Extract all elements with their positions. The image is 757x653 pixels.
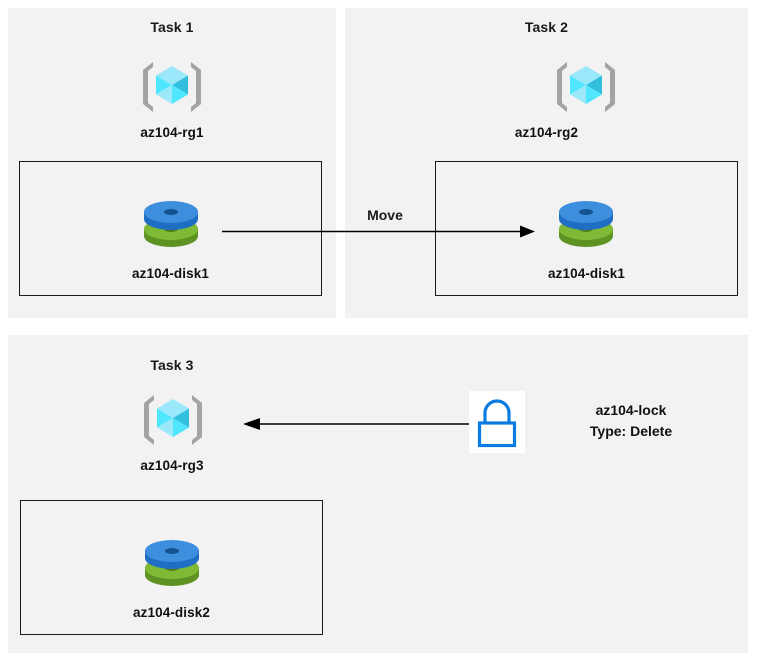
task3-resource-group-label: az104-rg3 — [140, 458, 204, 473]
task3-resource-container — [20, 500, 323, 635]
task1-resource-group-label: az104-rg1 — [140, 125, 204, 140]
panel-task2 — [345, 8, 748, 318]
task1-title: Task 1 — [150, 19, 194, 35]
task1-resource-container — [19, 161, 322, 296]
task2-resource-container — [435, 161, 738, 296]
task3-title: Task 3 — [150, 357, 194, 373]
panel-task3 — [8, 335, 748, 653]
lock-name-label: az104-lock — [595, 402, 667, 418]
task3-resource-label: az104-disk2 — [133, 605, 210, 620]
lock-type-label: Type: Delete — [589, 423, 673, 439]
lock-icon — [469, 391, 525, 453]
azure-managed-disk-icon — [554, 196, 618, 252]
panel-task1 — [8, 8, 336, 318]
azure-resource-group-icon — [140, 391, 206, 449]
task2-resource-group-label: az104-rg2 — [514, 125, 579, 140]
task2-title: Task 2 — [524, 19, 569, 35]
move-arrow-label: Move — [367, 207, 403, 223]
lock-arrow — [243, 418, 470, 430]
azure-managed-disk-icon — [139, 196, 203, 252]
azure-resource-group-icon — [139, 58, 205, 116]
azure-resource-group-icon — [553, 58, 619, 116]
task2-resource-label: az104-disk1 — [548, 266, 625, 281]
move-arrow — [222, 225, 535, 238]
task1-resource-label: az104-disk1 — [132, 266, 209, 281]
azure-managed-disk-icon — [140, 535, 204, 591]
